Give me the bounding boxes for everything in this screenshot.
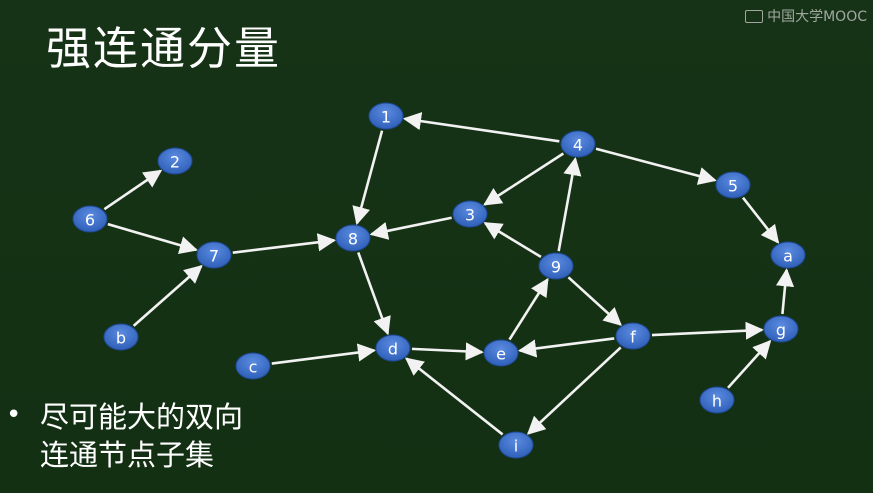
node-shape-2 (157, 147, 193, 175)
edge-c-to-d (271, 343, 377, 365)
edge-9-to-f (567, 276, 622, 326)
slide-title: 强连通分量 (46, 22, 282, 75)
node-b: b (103, 323, 139, 351)
node-d: d (375, 334, 411, 362)
node-shape-9 (538, 252, 574, 280)
edge-f-to-g (651, 321, 764, 340)
node-7: 7 (196, 241, 232, 269)
edge-i-to-d (404, 357, 504, 436)
node-5: 5 (715, 171, 751, 199)
node-label-c: c (249, 358, 258, 377)
node-1: 1 (368, 102, 404, 130)
node-3: 3 (452, 200, 488, 228)
node-shape-4 (560, 130, 596, 158)
node-i: i (498, 431, 534, 459)
node-label-h: h (712, 392, 722, 411)
watermark-text: 中国大学MOOC (767, 9, 867, 25)
edge-b-to-7 (132, 264, 203, 327)
node-g: g (763, 315, 799, 343)
node-label-8: 8 (348, 230, 358, 249)
node-shape-3 (452, 200, 488, 228)
bullet-line-2: 连通节点子集 (40, 438, 215, 472)
watermark: 中国大学MOOC (745, 6, 867, 26)
node-label-2: 2 (170, 153, 180, 172)
edge-e-to-9 (508, 277, 549, 341)
node-label-i: i (514, 437, 518, 456)
node-shape-b (103, 323, 139, 351)
edge-3-to-8 (369, 216, 452, 240)
node-label-1: 1 (381, 108, 391, 127)
node-label-4: 4 (573, 136, 583, 155)
edge-6-to-7 (107, 222, 198, 255)
node-c: c (235, 352, 271, 380)
node-label-5: 5 (728, 177, 738, 196)
node-label-6: 6 (85, 211, 95, 230)
bullet-dot: • (6, 400, 22, 430)
node-shape-d (375, 334, 411, 362)
edge-8-to-d (357, 251, 391, 336)
node-shape-g (763, 315, 799, 343)
node-6: 6 (72, 205, 108, 233)
node-label-a: a (783, 247, 793, 266)
mooc-logo-icon (745, 9, 764, 23)
edge-4-to-5 (595, 147, 717, 185)
edge-7-to-8 (232, 233, 337, 254)
edge-4-to-1 (402, 112, 560, 143)
node-shape-e (483, 339, 519, 367)
bullet-point: • 尽可能大的双向 连通节点子集 (6, 398, 243, 474)
edge-1-to-8 (352, 130, 384, 226)
node-shape-8 (335, 224, 371, 252)
node-shape-7 (196, 241, 232, 269)
node-label-7: 7 (209, 247, 219, 266)
edge-9-to-4 (557, 157, 582, 252)
node-h: h (699, 386, 735, 414)
node-shape-i (498, 431, 534, 459)
node-shape-h (699, 386, 735, 414)
node-shape-f (615, 322, 651, 350)
node-shape-a (770, 241, 806, 269)
node-a: a (770, 241, 806, 269)
edge-f-to-i (526, 346, 622, 435)
node-label-g: g (776, 321, 786, 340)
node-e: e (483, 339, 519, 367)
node-shape-1 (368, 102, 404, 130)
node-shape-c (235, 352, 271, 380)
node-label-b: b (116, 329, 126, 348)
node-label-e: e (496, 345, 506, 364)
edge-4-to-3 (483, 152, 565, 206)
node-label-d: d (388, 340, 398, 359)
edge-f-to-e (517, 337, 615, 358)
node-2: 2 (157, 147, 193, 175)
edge-9-to-3 (483, 221, 542, 259)
node-4: 4 (560, 130, 596, 158)
node-9: 9 (538, 252, 574, 280)
node-shape-5 (715, 171, 751, 199)
node-label-9: 9 (551, 258, 561, 277)
node-f: f (615, 322, 651, 350)
bullet-line-1: 尽可能大的双向 (40, 400, 244, 434)
edge-h-to-g (727, 339, 772, 389)
edge-d-to-e (411, 342, 484, 361)
edge-5-to-a (741, 196, 780, 244)
node-label-f: f (630, 328, 636, 347)
edge-6-to-2 (103, 169, 163, 211)
node-shape-6 (72, 205, 108, 233)
edge-g-to-a (775, 268, 795, 315)
node-8: 8 (335, 224, 371, 252)
node-label-3: 3 (465, 206, 475, 225)
